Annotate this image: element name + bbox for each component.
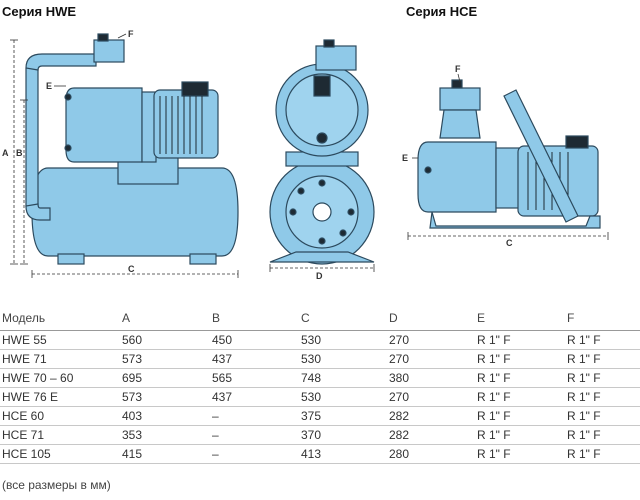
- table-cell: 282: [387, 425, 475, 445]
- hwe-front-view: [269, 39, 375, 265]
- table-cell: R 1" F: [475, 406, 565, 426]
- hce-pump-body: [417, 141, 497, 213]
- hce-pressure-switch: [439, 87, 481, 111]
- table-cell: 437: [210, 349, 299, 369]
- table-cell: HWE 70 – 60: [0, 368, 120, 388]
- table-cell: R 1" F: [565, 425, 640, 445]
- hwe-motor: [153, 89, 219, 159]
- table-cell: R 1" F: [475, 349, 565, 369]
- table-cell: 565: [210, 368, 299, 388]
- hwe-side-view: [25, 33, 239, 265]
- column-header-model: Модель: [0, 306, 120, 331]
- table-cell: HCE 71: [0, 425, 120, 445]
- table-cell: 353: [120, 425, 210, 445]
- table-cell: 748: [299, 368, 387, 388]
- table-row: HWE 55 560 450 530 270 R 1" F R 1" F: [0, 330, 640, 350]
- hwe-pump-body: [65, 87, 143, 163]
- table-cell: HWE 55: [0, 330, 120, 350]
- table-cell: R 1" F: [565, 368, 640, 388]
- pump-drawings: A B C D E F C E F: [2, 29, 609, 281]
- hwe-tank-foot-left: [57, 253, 85, 265]
- table-cell: R 1" F: [475, 330, 565, 350]
- hce-dim-c-label: C: [506, 238, 513, 248]
- dimensions-table: Модель A B C D E F HWE 55 560 450 530 27…: [0, 306, 640, 464]
- hwe-dim-b-label: B: [16, 148, 23, 158]
- column-header-e: E: [475, 306, 565, 331]
- table-cell: R 1" F: [565, 387, 640, 407]
- table-cell: 282: [387, 406, 475, 426]
- table-cell: R 1" F: [565, 349, 640, 369]
- table-cell: HWE 71: [0, 349, 120, 369]
- table-cell: –: [210, 406, 299, 426]
- table-cell: 573: [120, 349, 210, 369]
- column-header-d: D: [387, 306, 475, 331]
- table-cell: 270: [387, 330, 475, 350]
- table-cell: R 1" F: [565, 330, 640, 350]
- column-header-a: A: [120, 306, 210, 331]
- hwe-dim-d-label: D: [316, 271, 323, 281]
- table-cell: 560: [120, 330, 210, 350]
- table-cell: 530: [299, 349, 387, 369]
- hce-series-title: Серия HCE: [406, 4, 478, 19]
- table-cell: HCE 105: [0, 444, 120, 464]
- table-cell: R 1" F: [565, 406, 640, 426]
- column-header-f: F: [565, 306, 640, 331]
- column-header-c: C: [299, 306, 387, 331]
- table-header-row: Модель A B C D E F: [0, 306, 640, 331]
- column-header-b: B: [210, 306, 299, 331]
- table-cell: 413: [299, 444, 387, 464]
- hce-dim-e-label: E: [402, 153, 408, 163]
- table-row: HWE 70 – 60 695 565 748 380 R 1" F R 1" …: [0, 368, 640, 388]
- table-row: HCE 71 353 – 370 282 R 1" F R 1" F: [0, 425, 640, 445]
- units-note: (все размеры в мм): [2, 478, 111, 492]
- table-cell: 375: [299, 406, 387, 426]
- hwe-dim-a-label: A: [2, 148, 9, 158]
- table-cell: 380: [387, 368, 475, 388]
- table-cell: –: [210, 444, 299, 464]
- hwe-series-title: Серия HWE: [2, 4, 77, 19]
- table-cell: 437: [210, 387, 299, 407]
- table-row: HWE 76 E 573 437 530 270 R 1" F R 1" F: [0, 387, 640, 407]
- table-cell: 530: [299, 387, 387, 407]
- table-cell: 370: [299, 425, 387, 445]
- table-cell: 695: [120, 368, 210, 388]
- table-cell: 403: [120, 406, 210, 426]
- table-row: HCE 105 415 – 413 280 R 1" F R 1" F: [0, 444, 640, 464]
- table-row: HCE 60 403 – 375 282 R 1" F R 1" F: [0, 406, 640, 426]
- hwe-pressure-switch: [93, 39, 125, 63]
- hwe-pipe: [25, 63, 39, 213]
- table-cell: R 1" F: [475, 368, 565, 388]
- hce-side-view: [417, 79, 601, 229]
- table-cell: –: [210, 425, 299, 445]
- table-cell: 530: [299, 330, 387, 350]
- table-cell: 450: [210, 330, 299, 350]
- hwe-dim-f-label: F: [128, 29, 134, 39]
- table-cell: 270: [387, 349, 475, 369]
- table-cell: 573: [120, 387, 210, 407]
- table-cell: HWE 76 E: [0, 387, 120, 407]
- hwe-dim-e-label: E: [46, 81, 52, 91]
- table-row: HWE 71 573 437 530 270 R 1" F R 1" F: [0, 349, 640, 369]
- table-cell: 270: [387, 387, 475, 407]
- table-cell: R 1" F: [475, 444, 565, 464]
- hce-dim-f-label: F: [455, 64, 461, 74]
- table-cell: R 1" F: [475, 387, 565, 407]
- table-cell: 415: [120, 444, 210, 464]
- table-cell: HCE 60: [0, 406, 120, 426]
- hwe-dim-c-label: C: [128, 264, 135, 274]
- table-cell: 280: [387, 444, 475, 464]
- hwe-tank-foot-right: [189, 253, 217, 265]
- table-cell: R 1" F: [475, 425, 565, 445]
- table-cell: R 1" F: [565, 444, 640, 464]
